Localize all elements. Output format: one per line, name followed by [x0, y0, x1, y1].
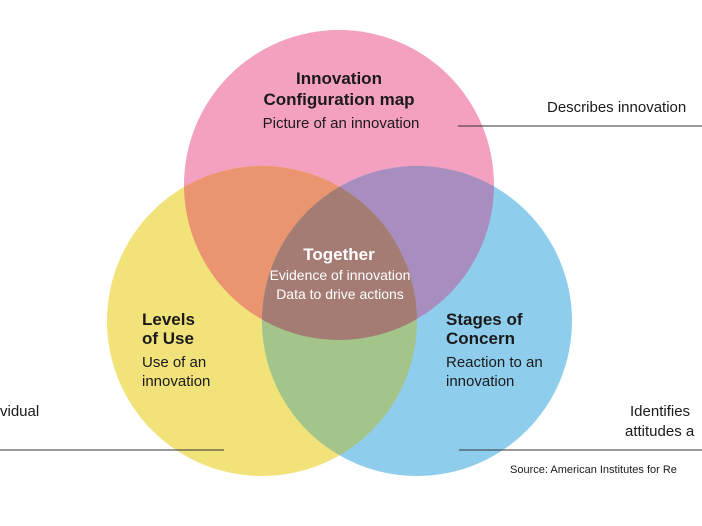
stages-title-line1: Stages of — [446, 310, 523, 329]
callout-left: vidual — [0, 403, 39, 420]
callout-identifies-line1: Identifies — [630, 403, 690, 420]
together-line2: Data to drive actions — [276, 286, 404, 302]
together-line1: Evidence of innovation — [270, 267, 411, 283]
configuration-desc: Picture of an innovation — [263, 115, 420, 132]
levels-title-line1: Levels — [142, 310, 195, 329]
configuration-title-line1: Innovation — [296, 69, 382, 88]
together-title: Together — [303, 245, 375, 264]
levels-desc-line2: innovation — [142, 373, 210, 390]
levels-desc-line1: Use of an — [142, 354, 206, 371]
overlap-center — [262, 166, 417, 340]
levels-title-line2: of Use — [142, 329, 194, 348]
stages-title-line2: Concern — [446, 329, 515, 348]
source-credit: Source: American Institutes for Re — [510, 464, 677, 476]
callout-identifies-line2: attitudes a — [625, 423, 695, 440]
callout-describes: Describes innovation — [547, 99, 686, 116]
stages-desc-line2: innovation — [446, 373, 514, 390]
configuration-title-line2: Configuration map — [263, 90, 414, 109]
stages-desc-line1: Reaction to an — [446, 354, 543, 371]
